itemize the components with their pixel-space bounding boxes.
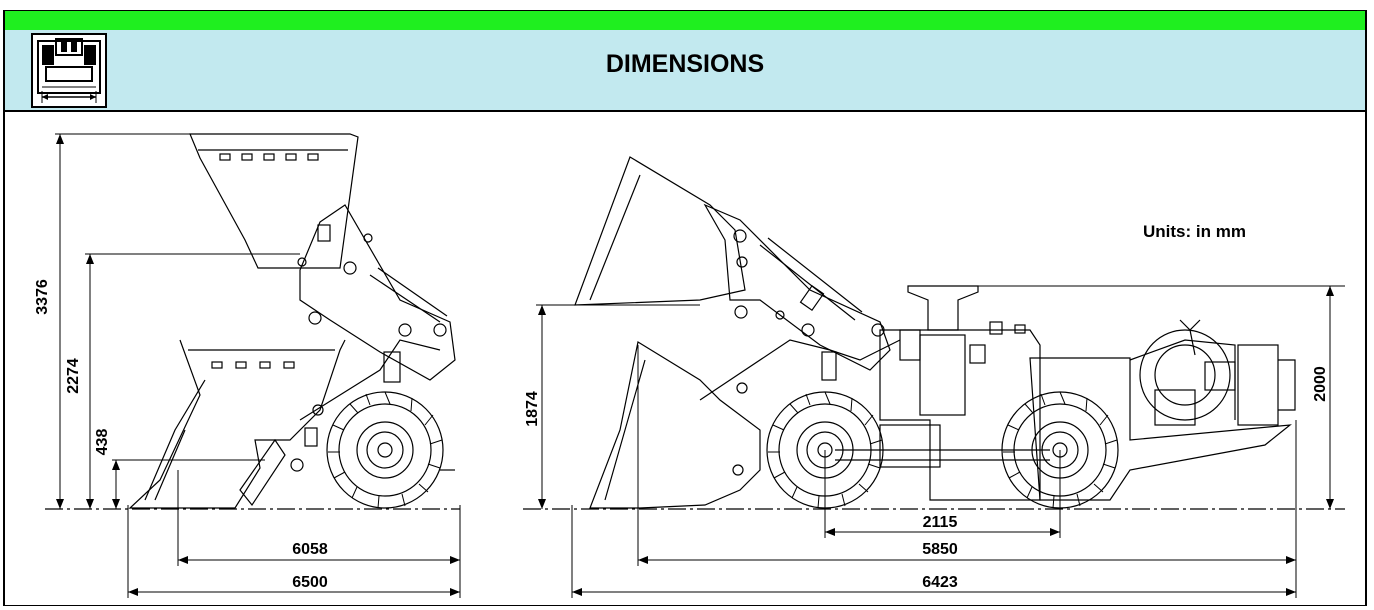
dim-wheelbase: 2115	[923, 514, 958, 531]
dim-length-total-right: 6423	[922, 574, 958, 591]
right-side-view	[523, 156, 1345, 510]
page-header: DIMENSIONS	[3, 30, 1367, 112]
units-label: Units: in mm	[1143, 222, 1246, 241]
drawing-frame	[3, 10, 1367, 606]
dim-bucket-height: 1874	[524, 391, 541, 427]
right-view-dimension-labels: 1874 2000 2115 5850 6423	[524, 366, 1329, 591]
dim-height-low: 438	[94, 429, 111, 456]
dim-height-max: 3376	[34, 279, 51, 315]
dim-length-reach: 6058	[292, 541, 328, 558]
left-view-dimensions	[55, 133, 461, 598]
dim-length-body: 5850	[922, 541, 958, 558]
loader-dimensions-icon	[31, 33, 107, 108]
right-view-dimensions	[536, 285, 1345, 598]
page-title: DIMENSIONS	[605, 50, 765, 78]
left-side-view	[45, 133, 460, 510]
dim-height-mid: 2274	[65, 358, 82, 394]
dim-machine-height: 2000	[1312, 366, 1329, 402]
dim-length-total: 6500	[292, 574, 328, 591]
left-view-dimension-labels: 3376 2274 438 6058 6500	[34, 279, 328, 591]
top-green-band	[3, 10, 1367, 30]
